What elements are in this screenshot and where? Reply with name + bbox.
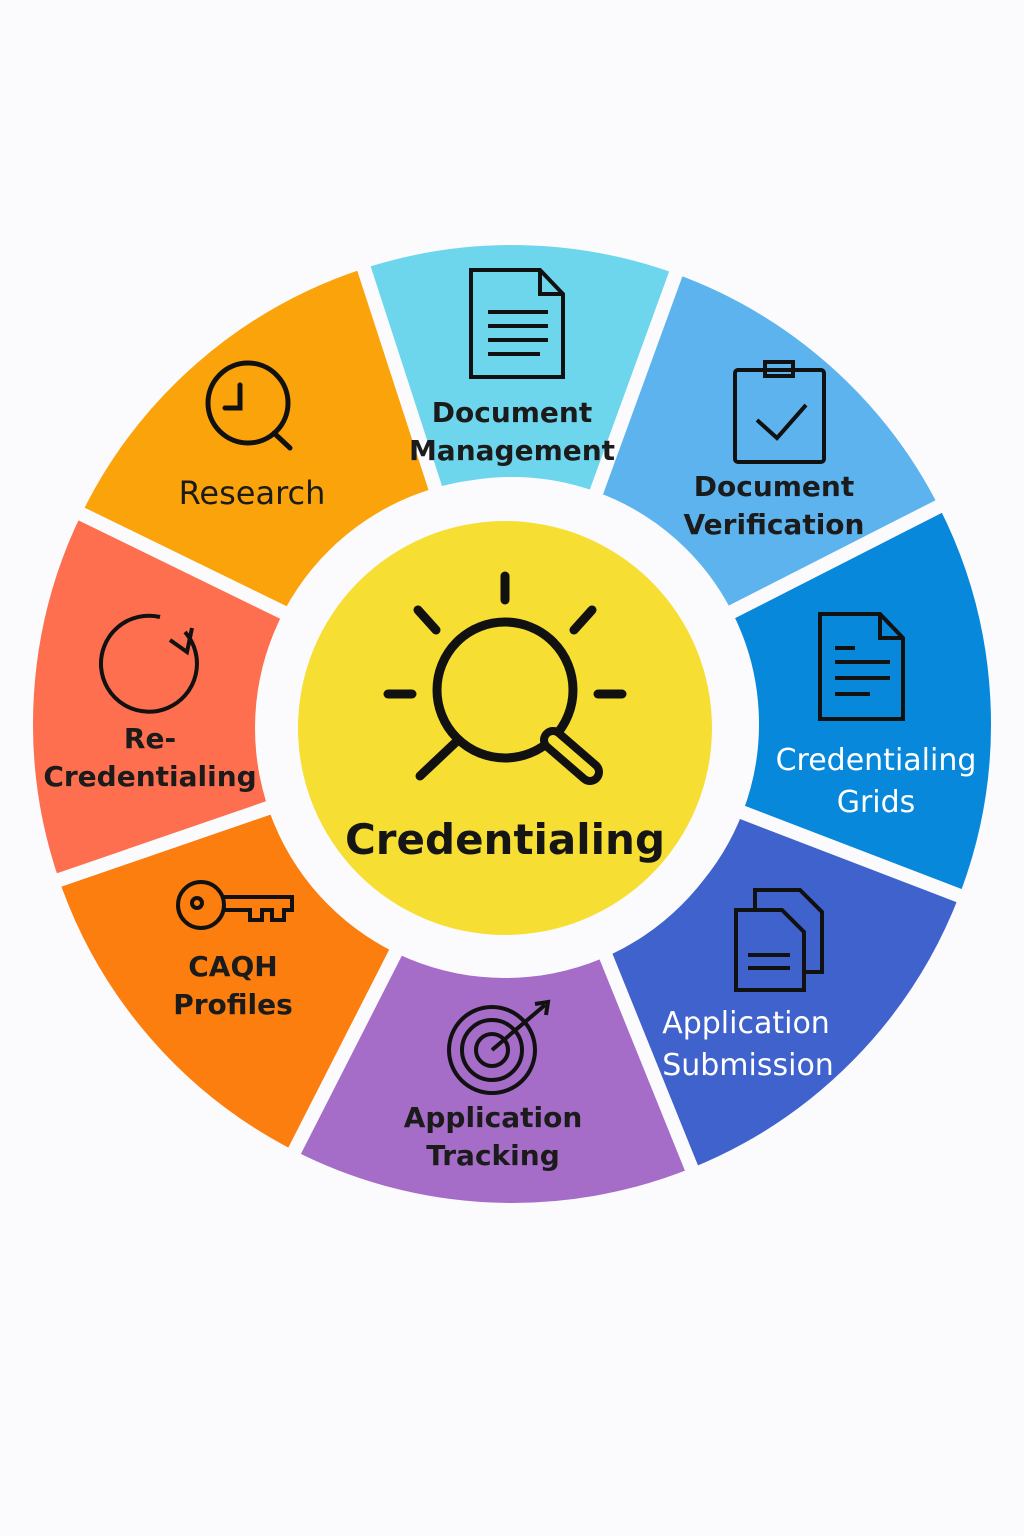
clipboard-check-icon [733,360,826,464]
label-line: Management [408,434,616,467]
sun-magnifier-icon [383,571,627,785]
label-line: Credentialing [775,743,977,778]
document-lines-icon [818,612,905,721]
label-line: Document [693,470,855,503]
target-icon [447,999,551,1095]
label-line: Profiles [173,988,293,1021]
segment-label-research: Research [178,474,326,512]
label-line: Tracking [426,1139,560,1172]
label-line: Re- [123,722,177,755]
refresh-icon [98,613,199,714]
label-line: CAQH [188,950,278,983]
label-line: Verification [683,508,865,541]
label-line: Credentialing [43,760,257,793]
segment-label-re-credentialing: Re- Credentialing [43,720,256,796]
key-icon [176,880,294,930]
center-circle [298,521,712,935]
label-line: Grids [836,785,916,820]
label-line: Document [431,396,593,429]
documents-stack-icon [734,888,824,992]
label-line: Application [662,1006,830,1041]
center-title: Credentialing [344,815,666,864]
document-icon [469,268,565,379]
segment-label-caqh-profiles: CAQH Profiles [173,948,293,1024]
clock-search-icon [205,360,293,451]
label-line: Submission [662,1048,834,1083]
label-line: Application [403,1101,583,1134]
